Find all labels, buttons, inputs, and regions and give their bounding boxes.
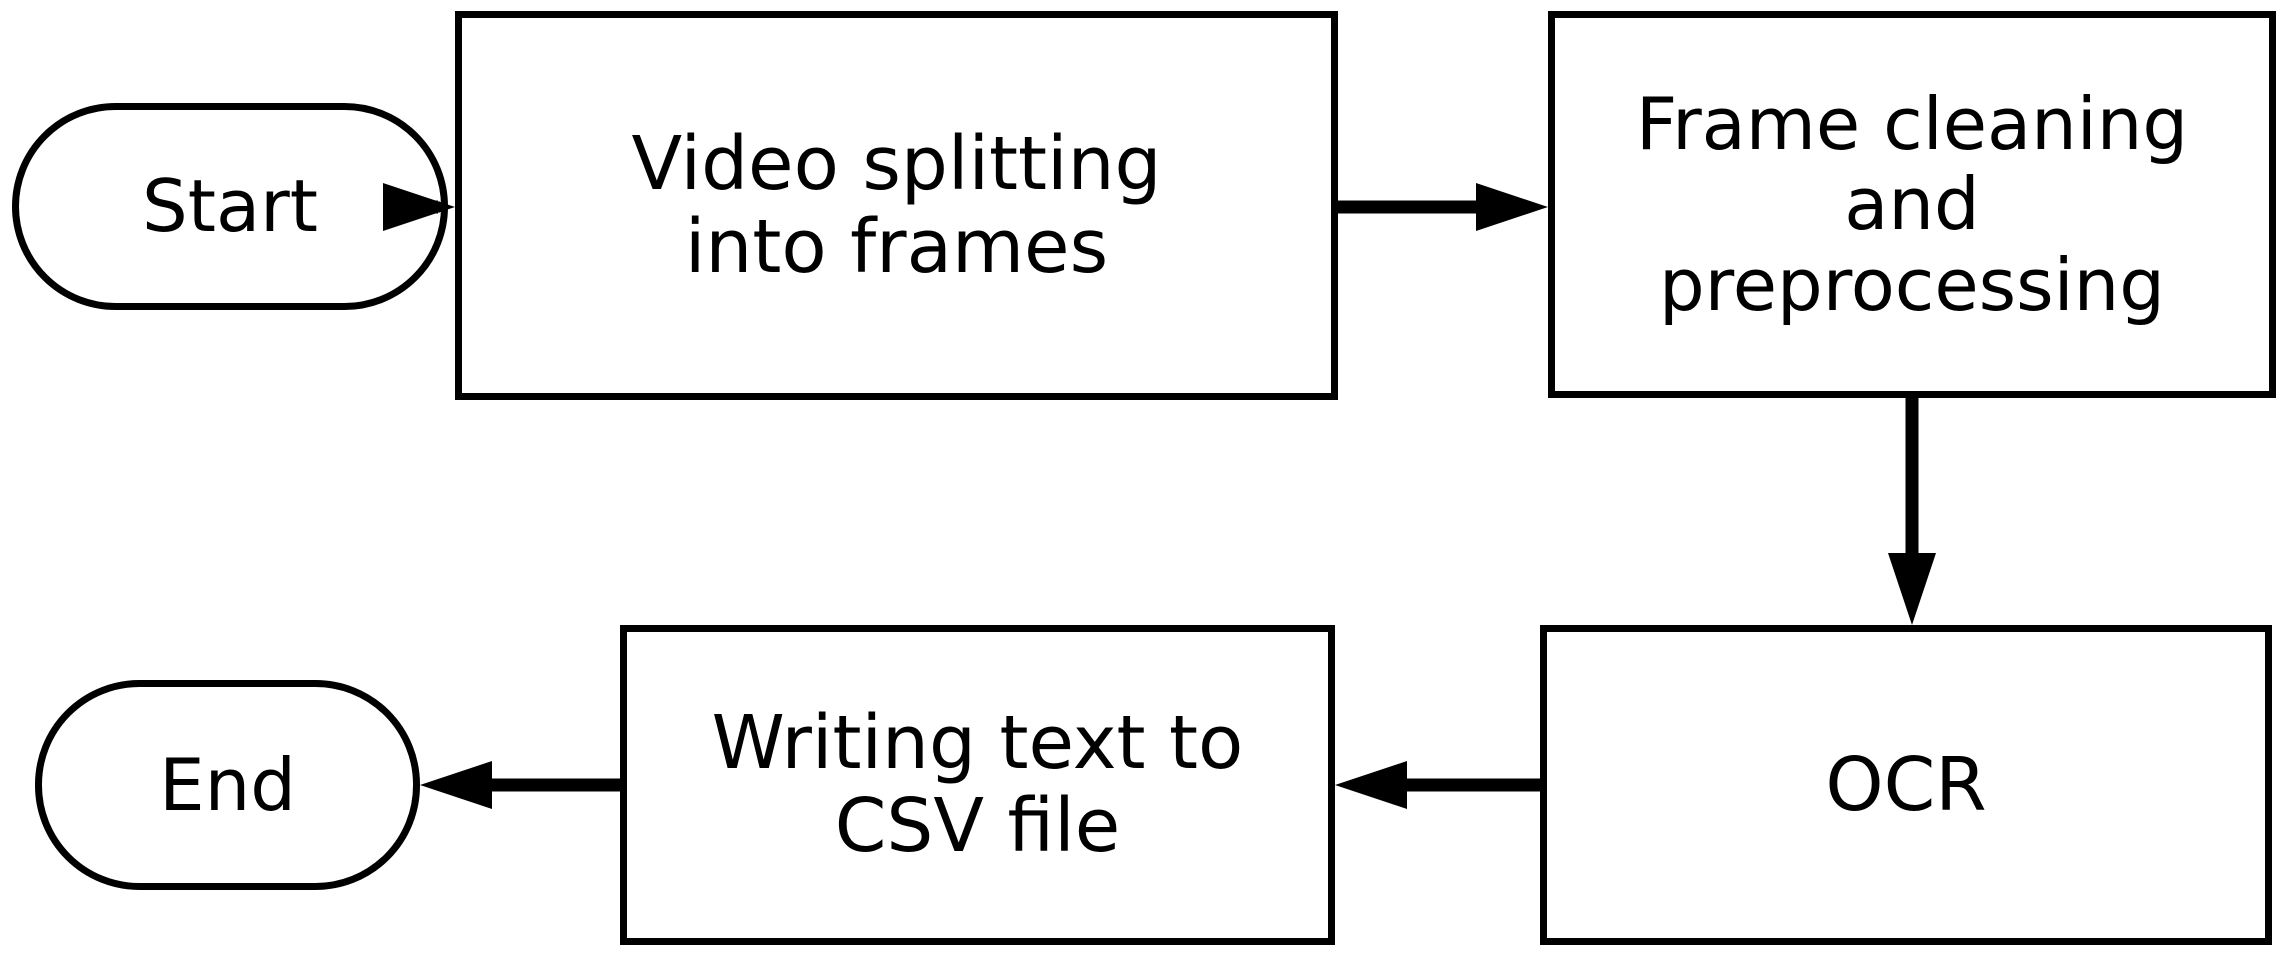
edge-ocr-to-writing xyxy=(1335,761,1545,809)
node-shape-frame-cleaning[interactable] xyxy=(1548,11,2276,398)
node-shape-ocr[interactable] xyxy=(1540,625,2272,945)
edge-writing-to-end xyxy=(420,761,623,809)
edge-frame-to-ocr xyxy=(1888,396,1936,625)
edge-video-to-frame xyxy=(1338,183,1548,231)
node-shape-end[interactable] xyxy=(35,680,420,890)
node-shape-writing-csv[interactable] xyxy=(620,625,1335,945)
node-shape-start[interactable] xyxy=(12,103,448,310)
node-shape-video-splitting[interactable] xyxy=(455,11,1338,400)
edge-start-to-video xyxy=(383,183,455,231)
